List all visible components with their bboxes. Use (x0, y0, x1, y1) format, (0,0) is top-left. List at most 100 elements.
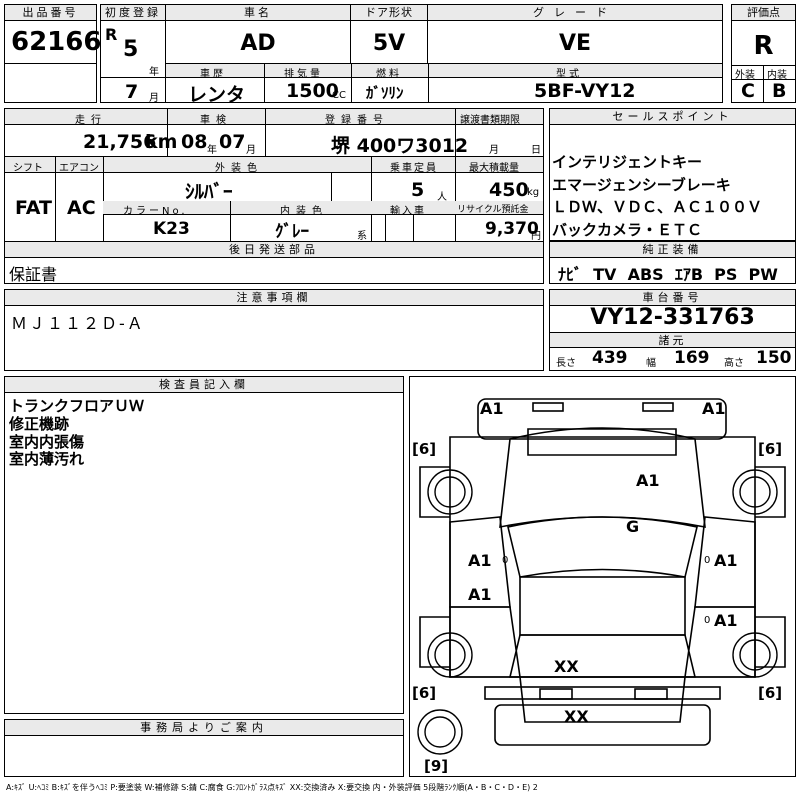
sales-point-2: エマージェンシーブレーキ (552, 176, 731, 194)
inspector-label: 検査員記入欄 (5, 377, 403, 393)
max-load: 450 (489, 179, 529, 201)
interior-grade: B (772, 80, 787, 102)
office-label: 事務局よりご案内 (5, 720, 403, 736)
capacity-label: 乗車定員 (390, 163, 438, 174)
inspection-month-unit: 月 (246, 145, 256, 156)
tire-spare-label: [9] (424, 757, 449, 775)
displacement: 1500 (286, 80, 339, 102)
front-right-tire (732, 469, 778, 515)
sales-point-3: ＬＤＷ、ＶＤＣ、ＡＣ１００Ｖ (552, 198, 763, 216)
recycle-label: リサイクル預託金 (457, 205, 529, 215)
first-registration-label: 初度登録 (101, 5, 165, 21)
score: R (753, 31, 774, 61)
transfer-month-unit: 月 (489, 145, 499, 156)
fuel: ｶﾞｿﾘﾝ (366, 84, 404, 102)
interior-label: 内装 (767, 70, 787, 81)
height-label: 高さ (724, 358, 744, 369)
height: 150 (756, 348, 792, 368)
import-label: 輸入車 (390, 206, 426, 217)
mileage: 21,756 (83, 131, 157, 153)
exterior-grade: C (741, 80, 755, 102)
notes: ＭＪ１１２Ｄ-Ａ (11, 314, 145, 333)
notes-box: 注意事項欄 ＭＪ１１２Ｄ-Ａ (4, 289, 544, 371)
rear-right-tire (732, 632, 778, 678)
damage-legend: A:ｷｽﾞ U:ﾍｺﾐ B:ｷｽﾞを伴うﾍｺﾐ P:要塗装 W:補修跡 S:錆 … (6, 783, 538, 792)
model-label: 型式 (556, 69, 582, 80)
transfer-label: 譲渡書類期限 (460, 115, 520, 126)
lot-number-label: 出品番号 (5, 5, 96, 21)
grade-label: グレード (428, 5, 722, 21)
mark-rear-bumper: XX (564, 707, 589, 726)
transfer-day-unit: 日 (531, 145, 541, 156)
specs-label: 諸元 (550, 332, 795, 348)
sales-points-box: セールスポイント インテリジェントキー エマージェンシーブレーキ ＬＤＷ、ＶＤＣ… (549, 108, 796, 241)
history: レンタ (188, 84, 246, 106)
details-box: シフト エアコン 外装色 乗車定員 最大積載量 ｼﾙﾊﾞｰ 5 人 450 kg… (4, 156, 544, 242)
tire-rear-left-label: [6] (412, 684, 437, 702)
length-label: 長さ (556, 358, 576, 369)
door-label: ドア形状 (351, 5, 427, 21)
history-label: 車歴 (200, 69, 226, 80)
ext-color-label: 外装色 (215, 163, 263, 174)
score-label: 評価点 (732, 5, 795, 21)
shift-label: シフト (13, 163, 43, 174)
grade-box: グレード VE (427, 4, 723, 64)
displacement-unit: CC (332, 90, 346, 101)
inspection-year: 08 (181, 131, 208, 153)
spare-tire (417, 709, 463, 755)
color-no-label: カラーNo. (123, 206, 188, 217)
mileage-label: 走行 (75, 115, 107, 126)
tire-rear-right-label: [6] (758, 684, 783, 702)
inspector-line-3: 室内内張傷 (9, 433, 85, 451)
inspection-year-unit: 年 (207, 145, 217, 156)
length: 439 (592, 348, 628, 368)
rear-left-tire (427, 632, 473, 678)
year-unit: 年 (149, 67, 159, 78)
sales-point-4: バックカメラ・ＥＴＣ (552, 221, 703, 239)
inspection-month: 07 (219, 131, 246, 153)
displacement-label: 排気量 (284, 69, 323, 80)
int-color: ｸﾞﾚｰ (275, 222, 309, 242)
sales-point-1: インテリジェントキー (552, 153, 703, 171)
zero-left-front: 0 (502, 555, 509, 566)
mark-front-bumper-left: A1 (480, 399, 504, 418)
reg-no-label: 登録番号 (325, 115, 389, 126)
car-name: AD (240, 31, 276, 56)
zero-right-front: 0 (704, 555, 711, 566)
color-no: K23 (153, 219, 190, 239)
notes-label: 注意事項欄 (5, 290, 543, 306)
spec-row-box: 車歴 排気量 燃料 型式 レンタ 1500 CC ｶﾞｿﾘﾝ 5BF-VY12 (165, 63, 723, 106)
width-label: 幅 (646, 358, 656, 369)
front-left-tire (427, 469, 473, 515)
reg-year: 5 (123, 37, 139, 62)
lot-number-box: 出品番号 62166 (4, 4, 101, 103)
exterior-label: 外装 (735, 70, 755, 81)
mark-right-rear-door: A1 (714, 611, 738, 630)
zero-right-rear: 0 (704, 615, 711, 626)
lot-number: 62166 (11, 27, 102, 57)
mileage-unit: km (145, 131, 178, 153)
inspector-line-1: トランクフロアＵＷ (9, 397, 145, 415)
mark-front-bumper-right: A1 (702, 399, 726, 418)
later-parts: 保証書 (9, 265, 58, 284)
registration-number: 堺 400ワ3012 (331, 135, 469, 157)
car-diagram-box: A1 A1 A1 G A1 A1 A1 A1 XX XX 0 0 0 [6] [… (409, 376, 796, 777)
car-diagram (417, 398, 786, 755)
sales-points-label: セールスポイント (550, 109, 795, 125)
office-box: 事務局よりご案内 (4, 719, 404, 777)
ext-color: ｼﾙﾊﾞｰ (185, 181, 233, 203)
mark-right-front-door: A1 (714, 551, 738, 570)
later-parts-box: 後日発送部品 保証書 (4, 241, 544, 284)
mark-rear-gate: XX (554, 657, 579, 676)
model-code: 5BF-VY12 (534, 80, 636, 102)
equipment-box: 純正装備 ﾅﾋﾞ TV ABS ｴｱB PS PW (549, 241, 796, 284)
int-color-unit: 系 (357, 231, 367, 242)
first-registration-box: 初度登録 R 5 年 7 月 (100, 4, 166, 104)
inspector-box: 検査員記入欄 トランクフロアＵＷ 修正機跡 室内内張傷 室内薄汚れ (4, 376, 404, 714)
shift: FAT (15, 197, 52, 219)
mark-left-rear-door: A1 (468, 585, 492, 604)
width: 169 (674, 348, 710, 368)
equipment: ﾅﾋﾞ TV ABS ｴｱB PS PW (558, 265, 778, 284)
inspection-label: 車検 (200, 115, 232, 126)
tire-front-right-label: [6] (758, 440, 783, 458)
